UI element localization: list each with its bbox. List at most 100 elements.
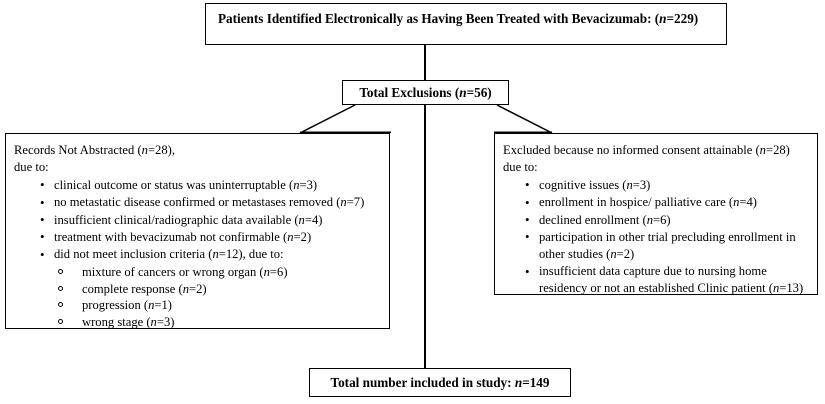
list-item: • did not meet inclusion criteria (n=12),…: [36, 246, 383, 263]
node-total-included: Total number included in study: n=149: [309, 368, 571, 397]
list-item-text: progression (: [82, 298, 149, 313]
list-item-count: =2): [189, 281, 207, 296]
list-item-text: treatment with bevacizumab not confirmab…: [54, 229, 288, 244]
n-symbol: n: [659, 11, 667, 26]
node-records-not-abstracted: Records Not Abstracted (n=28), due to: •…: [5, 133, 390, 329]
n-symbol: n: [182, 281, 190, 296]
node-total-included-count: =149: [522, 375, 550, 390]
n-symbol: n: [514, 375, 523, 390]
list-item-text: did not meet inclusion criteria (: [54, 247, 213, 262]
bullet-dot-icon: •: [525, 229, 530, 245]
list-item: • no metastatic disease confirmed or meta…: [36, 194, 383, 211]
list-item: • cognitive issues (n=3): [521, 177, 811, 194]
list-item: mixture of cancers or wrong organ (n=6): [56, 264, 383, 281]
list-item: complete response (n=2): [56, 281, 383, 298]
bullet-circle-icon: [58, 302, 63, 308]
list-item-count: =6): [653, 212, 671, 227]
list-item-text: no metastatic disease confirmed or metas…: [54, 195, 341, 210]
node-patients-identified-text: Patients Identified Electronically as Ha…: [206, 4, 726, 27]
list-item-text: wrong stage (: [82, 315, 151, 330]
n-symbol: n: [772, 281, 780, 295]
list-item-count: =4): [304, 212, 323, 227]
bullet-dot-icon: •: [525, 194, 530, 210]
node-no-informed-consent: Excluded because no informed consent att…: [494, 133, 818, 295]
no-informed-consent-subheading: due to:: [503, 159, 538, 174]
n-symbol: n: [459, 85, 467, 100]
records-not-abstracted-bullet-list: • clinical outcome or status was uninterr…: [36, 177, 383, 263]
records-not-abstracted-heading-count: =28),: [147, 143, 175, 157]
connector-top-to-exclusions: [424, 45, 426, 80]
list-item: wrong stage (n=3): [56, 314, 383, 331]
list-item-count: =12), due to:: [218, 247, 284, 262]
node-total-exclusions-count: =56): [466, 85, 492, 100]
node-patients-identified: Patients Identified Electronically as Ha…: [205, 3, 727, 45]
list-item-count: =2): [616, 246, 635, 261]
list-item-count: =3): [156, 315, 175, 330]
list-item-count: =3): [632, 177, 651, 192]
node-total-exclusions-separator: (: [451, 85, 460, 100]
list-item-text: insufficient clinical/radiographic data …: [54, 212, 299, 227]
bullet-dot-icon: •: [40, 229, 45, 245]
n-symbol: n: [340, 195, 347, 210]
n-symbol: n: [293, 177, 300, 192]
bullet-dot-icon: •: [40, 177, 45, 193]
n-symbol: n: [150, 315, 157, 330]
list-item: • insufficient clinical/radiographic data…: [36, 212, 383, 229]
list-item-text: participation in other trial precluding …: [539, 229, 796, 261]
list-item-count: =4): [739, 195, 757, 210]
no-informed-consent-bullet-list: •cognitive issues (n=3) •enrollment in h…: [521, 177, 811, 297]
list-item-text: mixture of cancers or wrong organ (: [82, 264, 264, 279]
n-symbol: n: [610, 246, 617, 261]
node-total-exclusions-label: Total Exclusions: [359, 85, 452, 100]
n-symbol: n: [212, 247, 219, 262]
inclusion-criteria-sub-list: mixture of cancers or wrong organ (n=6) …: [56, 264, 383, 332]
list-item-count: =2): [293, 229, 312, 244]
list-item: • clinical outcome or status was uninterr…: [36, 177, 383, 194]
node-patients-identified-count: =229): [666, 11, 699, 26]
list-item-count: =6): [269, 264, 288, 279]
node-patients-identified-separator: : (: [647, 11, 660, 26]
records-not-abstracted-heading: Records Not Abstracted (n=28),: [14, 142, 383, 159]
list-item-count: =1): [154, 298, 172, 313]
bullet-circle-icon: [58, 285, 63, 291]
n-symbol: n: [148, 298, 155, 313]
records-not-abstracted-heading-prefix: Records Not Abstracted (: [14, 143, 142, 157]
list-item-text: enrollment in hospice/ palliative care (: [539, 195, 734, 210]
node-total-exclusions: Total Exclusions (n=56): [342, 80, 509, 105]
bullet-dot-icon: •: [40, 194, 45, 210]
bullet-dot-icon: •: [40, 246, 45, 262]
node-total-included-separator: :: [507, 375, 515, 390]
bullet-dot-icon: •: [525, 212, 530, 227]
node-total-included-label: Total number included in study: [330, 375, 508, 390]
list-item: • participation in other trial precluding…: [521, 229, 811, 263]
list-item-text: complete response (: [82, 281, 183, 296]
bullet-circle-icon: [58, 319, 63, 325]
n-symbol: n: [287, 229, 294, 244]
bullet-dot-icon: •: [525, 177, 530, 193]
bullet-dot-icon: •: [40, 212, 45, 227]
list-item-count: =3): [299, 177, 318, 192]
node-patients-identified-label: Patients Identified Electronically as Ha…: [218, 11, 648, 26]
list-item-text: declined enrollment (: [539, 212, 647, 227]
bullet-circle-icon: [58, 268, 63, 274]
node-no-informed-consent-body: Excluded because no informed consent att…: [495, 134, 817, 297]
n-symbol: n: [646, 212, 654, 227]
no-informed-consent-heading-prefix: Excluded because no informed consent att…: [503, 143, 760, 157]
node-total-included-text: Total number included in study: n=149: [310, 369, 570, 391]
list-item-text: cognitive issues (: [539, 177, 627, 192]
list-item-text: clinical outcome or status was uninterru…: [54, 177, 294, 192]
no-informed-consent-heading-count: =28): [765, 143, 790, 157]
list-item: • treatment with bevacizumab not confirma…: [36, 229, 383, 246]
bullet-dot-icon: •: [525, 263, 530, 279]
list-item-text: insufficient data capture due to nursing…: [539, 264, 773, 295]
list-item-count: =13): [779, 281, 804, 295]
n-symbol: n: [759, 143, 766, 157]
n-symbol: n: [141, 143, 148, 157]
no-informed-consent-heading: Excluded because no informed consent att…: [503, 142, 811, 159]
list-item-count: =7): [346, 195, 365, 210]
list-item: • declined enrollment (n=6): [521, 212, 811, 229]
n-symbol: n: [626, 177, 633, 192]
n-symbol: n: [298, 212, 305, 227]
